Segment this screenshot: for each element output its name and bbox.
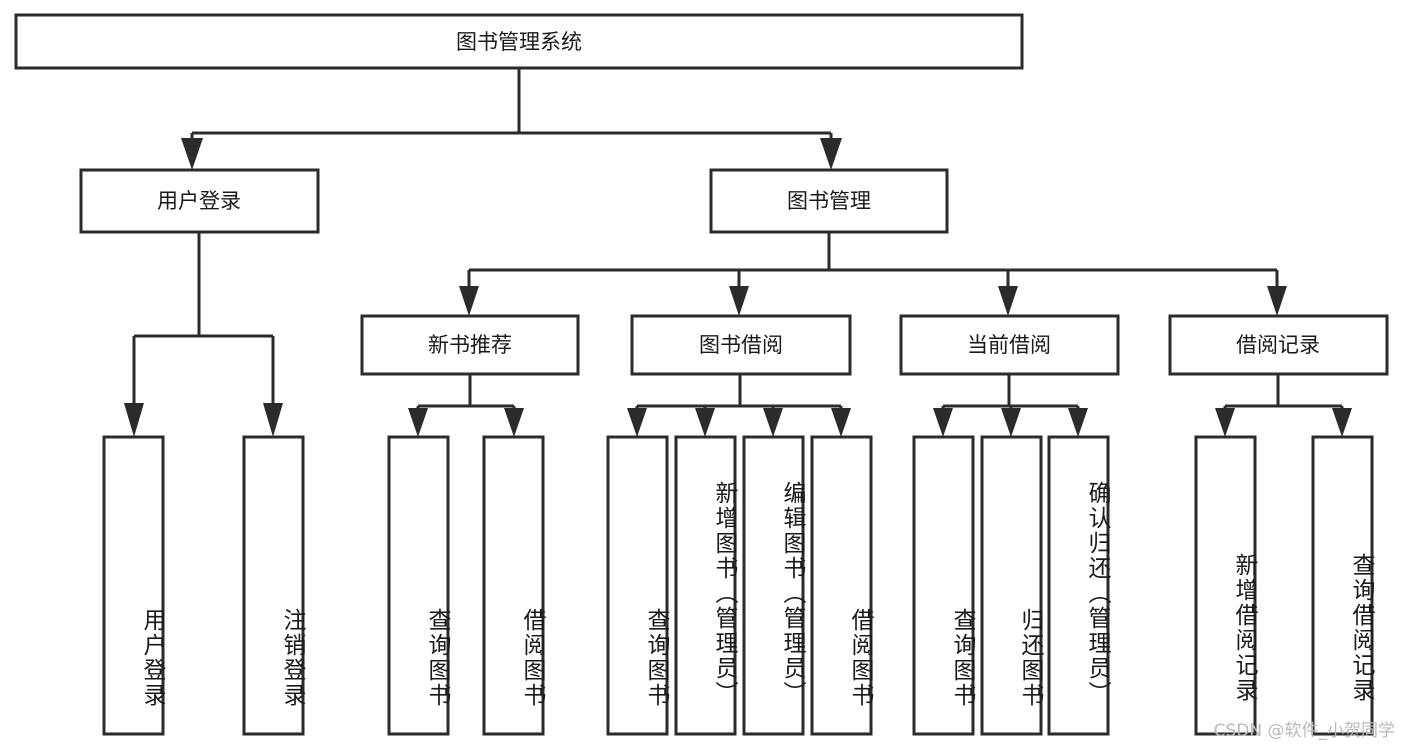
leaf-box-confirm-return-admin[interactable]: [1047, 435, 1110, 736]
connector-group-bookmgmt-to-level3: [459, 232, 1287, 316]
node-root-box: [14, 13, 1024, 70]
node-borrow-records-box: [1168, 314, 1389, 376]
arrow-head-icon: [763, 408, 783, 437]
arrow-head-icon: [820, 138, 842, 170]
arrow-head-icon: [695, 408, 715, 437]
arrow-head-icon: [1215, 408, 1235, 437]
node-book-borrow[interactable]: 图书借阅: [630, 314, 852, 376]
arrow-head-icon: [1068, 408, 1088, 437]
arrow-head-icon: [831, 408, 851, 437]
leaf-box-query-book-current[interactable]: [912, 435, 975, 736]
arrow-head-icon: [1001, 408, 1021, 437]
node-book-borrow-label: 图书借阅: [699, 333, 783, 357]
node-new-book-recommend-label: 新书推荐: [428, 333, 512, 357]
node-new-book-recommend-box: [360, 314, 580, 376]
node-user-login[interactable]: 用户登录: [79, 168, 320, 234]
arrow-head-icon: [408, 408, 428, 437]
connector-group-records-to-leaves: [1215, 374, 1352, 437]
connector-group-current-to-leaves: [933, 374, 1088, 437]
node-current-borrow[interactable]: 当前借阅: [899, 314, 1120, 376]
leaf-box-return-book[interactable]: [980, 435, 1043, 736]
leaf-box-logout-login[interactable]: [242, 435, 305, 736]
connector-group-booklogin-to-leaves: [124, 232, 283, 437]
leaf-box-add-borrow-record[interactable]: [1194, 435, 1257, 736]
leaf-box-add-book-admin[interactable]: [674, 435, 737, 736]
leaf-box-query-borrow-record[interactable]: [1311, 435, 1374, 736]
arrow-head-icon: [459, 286, 479, 316]
arrow-head-icon: [627, 408, 647, 437]
leaf-box-query-book-borrow[interactable]: [606, 435, 669, 736]
connector-group-newbook-to-leaves: [408, 374, 524, 437]
arrow-head-icon: [1267, 286, 1287, 316]
node-user-login-box: [79, 168, 320, 234]
node-borrow-records-label: 借阅记录: [1236, 333, 1320, 357]
node-root[interactable]: 图书管理系统: [14, 13, 1024, 70]
node-borrow-records[interactable]: 借阅记录: [1168, 314, 1389, 376]
leaf-box-query-book-newbook[interactable]: [387, 435, 450, 736]
arrow-head-icon: [1332, 408, 1352, 437]
node-new-book-recommend[interactable]: 新书推荐: [360, 314, 580, 376]
node-book-borrow-box: [630, 314, 852, 376]
leaf-box-group: [102, 435, 1374, 736]
leaf-box-edit-book-admin[interactable]: [742, 435, 805, 736]
node-root-label: 图书管理系统: [456, 30, 582, 54]
node-current-borrow-label: 当前借阅: [967, 333, 1051, 357]
node-book-management-label: 图书管理: [787, 189, 871, 213]
arrow-head-icon: [181, 138, 203, 170]
leaf-box-borrow-book[interactable]: [810, 435, 873, 736]
arrow-head-icon: [504, 408, 524, 437]
connector-group-root-to-level2: [181, 68, 842, 170]
arrow-head-icon: [998, 286, 1018, 316]
csdn-watermark: CSDN @软件_小贺同学: [1213, 721, 1395, 741]
node-current-borrow-box: [899, 314, 1120, 376]
arrow-head-icon: [933, 408, 953, 437]
arrow-head-icon: [124, 403, 144, 437]
arrow-head-icon: [729, 286, 749, 316]
arrow-head-icon: [263, 403, 283, 437]
node-book-management[interactable]: 图书管理: [709, 168, 949, 234]
leaf-box-user-login[interactable]: [102, 435, 165, 736]
connector-group-borrow-to-leaves: [627, 374, 851, 437]
node-user-login-label: 用户登录: [157, 189, 241, 213]
node-book-management-box: [709, 168, 949, 234]
leaf-box-borrow-book-newbook[interactable]: [482, 435, 545, 736]
